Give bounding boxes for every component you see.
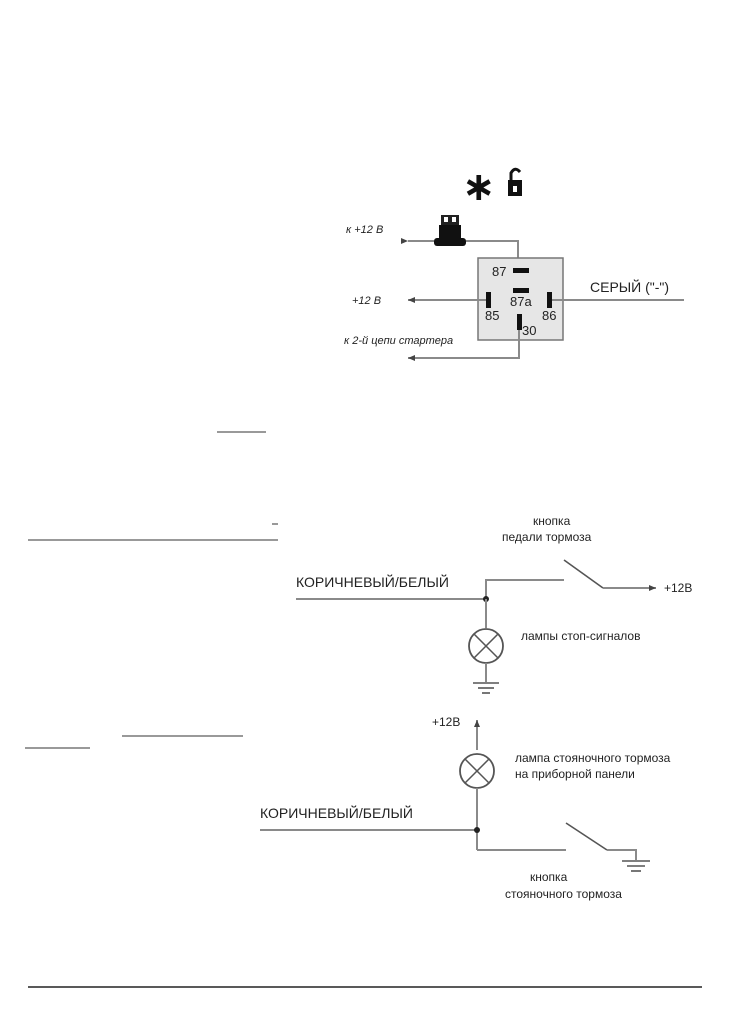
ground-icon [622, 860, 650, 872]
label-brake-plus12: +12В [664, 581, 692, 595]
ground-icon [473, 682, 499, 694]
label-brake-button-line2: педали тормоза [502, 530, 592, 544]
pin-85-label: 85 [485, 308, 499, 323]
junction-dot [474, 827, 480, 833]
label-parking-wire: КОРИЧНЕВЫЙ/БЕЛЫЙ [260, 804, 413, 821]
label-grey-wire: СЕРЫЙ ("-") [590, 278, 669, 295]
asterisk-icon: ∗ [462, 164, 496, 210]
label-parking-lamp-line1: лампа стояночного тормоза [515, 751, 671, 765]
unlocked-lock-icon [508, 167, 522, 196]
wire-brake-main [296, 579, 564, 600]
wire-30-starter [408, 330, 520, 361]
svg-text:∗: ∗ [462, 164, 496, 210]
label-plus12: +12 В [352, 295, 381, 307]
pin-30-contact [517, 314, 522, 330]
label-parking-lamp-line2: на приборной панели [515, 767, 635, 781]
label-brake-button-line1: кнопка [533, 514, 571, 528]
pin-86-contact [547, 292, 552, 308]
wire-fuse-87 [466, 240, 519, 262]
pin-87-label: 87 [492, 264, 506, 279]
brake-switch-blade [563, 559, 604, 589]
label-brake-wire: КОРИЧНЕВЫЙ/БЕЛЫЙ [296, 573, 449, 590]
fuse-icon [434, 215, 466, 246]
label-brake-lamps: лампы стоп-сигналов [521, 629, 640, 643]
pin-86-label: 86 [542, 308, 556, 323]
relay-diagram: к +12 В 87 87a 85 86 30 +12 В СЕРЫЙ ("-"… [344, 215, 684, 361]
pin-87a-label: 87a [510, 294, 532, 309]
pin-30-label: 30 [522, 323, 536, 338]
wire-switch-ground [607, 849, 637, 860]
parking-brake-diagram: +12В лампа стояночного тормоза на прибор… [260, 715, 671, 901]
parking-switch-blade [565, 822, 608, 851]
label-to-plus12: к +12 В [346, 224, 383, 236]
pin-87-contact [513, 268, 529, 273]
parking-lamp-icon [459, 753, 495, 789]
label-parking-button-line1: кнопка [530, 870, 568, 884]
brake-pedal-diagram: кнопка педали тормоза КОРИЧНЕВЫЙ/БЕЛЫЙ +… [296, 514, 692, 694]
label-to-starter: к 2-й цепи стартера [344, 335, 453, 347]
label-parking-plus12: +12В [432, 715, 460, 729]
pin-85-contact [486, 292, 491, 308]
brake-lamp-icon [468, 628, 504, 664]
label-parking-button-line2: стояночного тормоза [505, 887, 622, 901]
pin-87a-contact [513, 288, 529, 293]
